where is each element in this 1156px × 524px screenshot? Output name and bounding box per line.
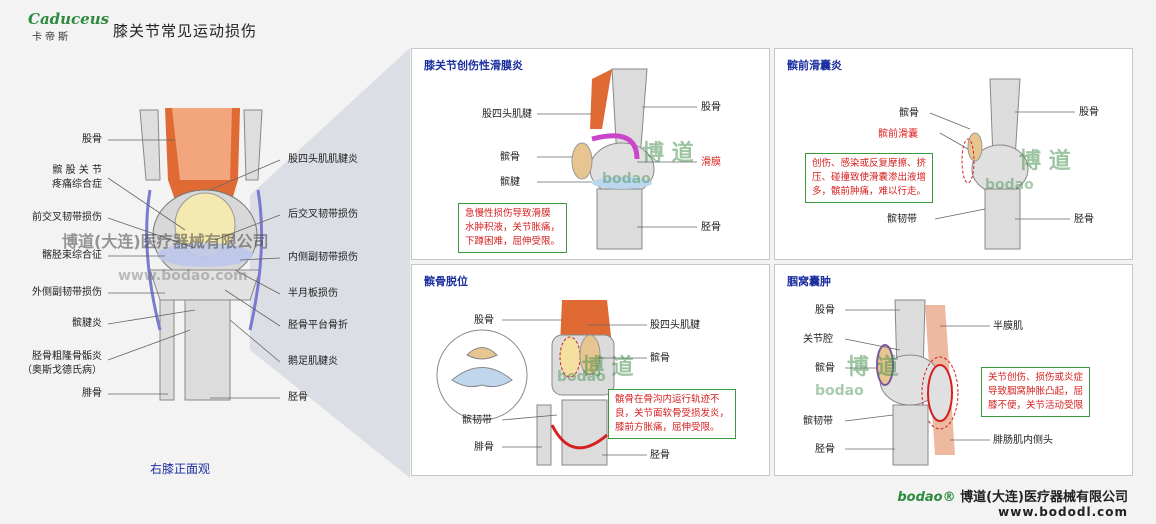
label-prepatellar-bursa: 髌前滑囊 [878, 129, 918, 140]
watermark-url: www.bodao.com [118, 268, 248, 284]
label-mcl: 内侧副韧带损伤 [288, 252, 358, 263]
bursitis-note: 创伤、感染或反复摩擦、挤 压、碰撞致使滑囊渗出液增 多，髌前肿痛，难以行走。 [805, 153, 934, 203]
label-patellar-tendon: 髌腱 [500, 177, 520, 188]
label-fibula: 腓骨 [82, 388, 102, 399]
label-tibial-plateau: 胫骨平台骨折 [288, 320, 348, 331]
panel-popliteal-cyst: 腘窝囊肿 股骨 关节腔 髌骨 髌韧带 胫骨 半膜肌 腓肠肌内侧头 关节创伤、损伤… [774, 264, 1133, 476]
logo-text: Caduceus [28, 10, 110, 28]
watermark-cn: 博 道 [1019, 149, 1071, 174]
watermark-company: 博道(大连)医疗器械有限公司 [62, 232, 269, 251]
label-quad-tendon: 股四头肌腱 [482, 109, 532, 120]
cyst-illustration [844, 299, 990, 466]
label-femur: 股骨 [701, 102, 721, 113]
dislocation-illustration [436, 300, 647, 466]
label-osgood-2: （奥斯戈德氏病） [22, 365, 102, 376]
panel-title: 膝关节创伤性滑膜炎 [424, 59, 523, 72]
watermark-en: bodao [557, 369, 606, 385]
label-pfps-1: 髌 股 关 节 [52, 165, 102, 176]
label-femur: 股骨 [474, 315, 494, 326]
label-patella: 髌骨 [899, 108, 919, 119]
company-text: 博道(大连)医疗器械有限公司 [960, 490, 1128, 505]
label-patellar-ligament: 髌韧带 [462, 415, 492, 426]
label-itbs: 髂胫束综合征 [42, 250, 102, 261]
label-pes-anserine: 鹅足肌腱炎 [288, 356, 338, 367]
label-semimembranosus: 半膜肌 [993, 321, 1023, 332]
label-tibia: 胫骨 [701, 222, 721, 233]
label-femur: 股骨 [815, 305, 835, 316]
website-url: www.bododl.com [998, 505, 1128, 519]
panel-dislocation: 髌骨脱位 股骨 股四头肌腱 髌骨 髌韧带 腓骨 胫骨 髌骨在骨沟内运行轨迹不 良… [411, 264, 770, 476]
label-patella: 髌骨 [500, 152, 520, 163]
label-osgood-1: 胫骨粗隆骨骺炎 [32, 351, 102, 362]
label-patellar-ligament: 髌韧带 [803, 416, 833, 427]
bursitis-illustration [929, 78, 1075, 250]
label-lcl: 外侧副韧带损伤 [32, 287, 102, 298]
watermark-en: bodao [815, 383, 864, 399]
label-joint-cavity: 关节腔 [803, 334, 833, 345]
label-femur: 股骨 [1079, 107, 1099, 118]
label-patellar-tendinitis: 髌腱炎 [72, 318, 102, 329]
panel-synovitis: 膝关节创伤性滑膜炎 股四头肌腱 髌骨 髌腱 股骨 滑膜 胫骨 急慢性损伤导致滑膜… [411, 48, 770, 260]
dislocation-note: 髌骨在骨沟内运行轨迹不 良，关节面软骨受损发炎， 膝前方胀痛，屈伸受限。 [608, 389, 737, 439]
logo-subtitle: 卡帝斯 [32, 32, 71, 43]
panel-title: 髌骨脱位 [424, 275, 468, 288]
panel-bursitis: 髌前滑囊炎 髌骨 髌前滑囊 髌韧带 股骨 胫骨 创伤、感染或反复摩擦、挤 压、碰… [774, 48, 1133, 260]
label-gastrocnemius: 腓肠肌内侧头 [993, 435, 1053, 446]
label-fibula: 腓骨 [474, 442, 494, 453]
label-pfps-2: 疼痛综合症 [52, 179, 102, 190]
watermark-en: bodao [602, 171, 651, 187]
label-pcl: 后交叉韧带损伤 [288, 209, 358, 220]
page-title: 膝关节常见运动损伤 [113, 22, 258, 40]
label-quad-tendinitis: 股四头肌肌腱炎 [288, 154, 358, 165]
label-tibia: 胫骨 [288, 392, 308, 403]
watermark-cn: 博 道 [582, 355, 634, 380]
watermark-cn: 博 道 [642, 141, 694, 166]
company-name: bodao® 博道(大连)医疗器械有限公司 [897, 486, 1128, 505]
figure-caption: 右膝正面观 [150, 462, 211, 476]
label-meniscus: 半月板损伤 [288, 288, 338, 299]
panel-title: 髌前滑囊炎 [787, 59, 842, 72]
brand-logo: bodao® [897, 490, 956, 505]
label-tibia: 胫骨 [1074, 214, 1094, 225]
label-patella: 髌骨 [650, 353, 670, 364]
label-patellar-ligament: 髌韧带 [887, 214, 917, 225]
cyst-note: 关节创伤、损伤或炎症 导致腘窝肿胀凸起，屈 膝不便，关节活动受限 [981, 367, 1091, 417]
label-synovium: 滑膜 [701, 157, 721, 168]
logo: Caduceus 卡帝斯 [28, 10, 110, 43]
label-tibia: 胫骨 [650, 450, 670, 461]
label-patella: 髌骨 [815, 363, 835, 374]
panel-title: 腘窝囊肿 [787, 275, 831, 288]
label-quad-tendon: 股四头肌腱 [650, 320, 700, 331]
label-tibia: 胫骨 [815, 444, 835, 455]
synovitis-illustration [537, 68, 697, 250]
synovitis-note: 急慢性损伤导致滑膜 水肿积液，关节胀痛， 下蹲困难，屈伸受限。 [458, 203, 568, 253]
watermark-en: bodao [985, 177, 1034, 193]
label-femur: 股骨 [82, 134, 102, 145]
watermark-cn: 博 道 [847, 355, 899, 380]
label-acl: 前交叉韧带损伤 [32, 212, 102, 223]
